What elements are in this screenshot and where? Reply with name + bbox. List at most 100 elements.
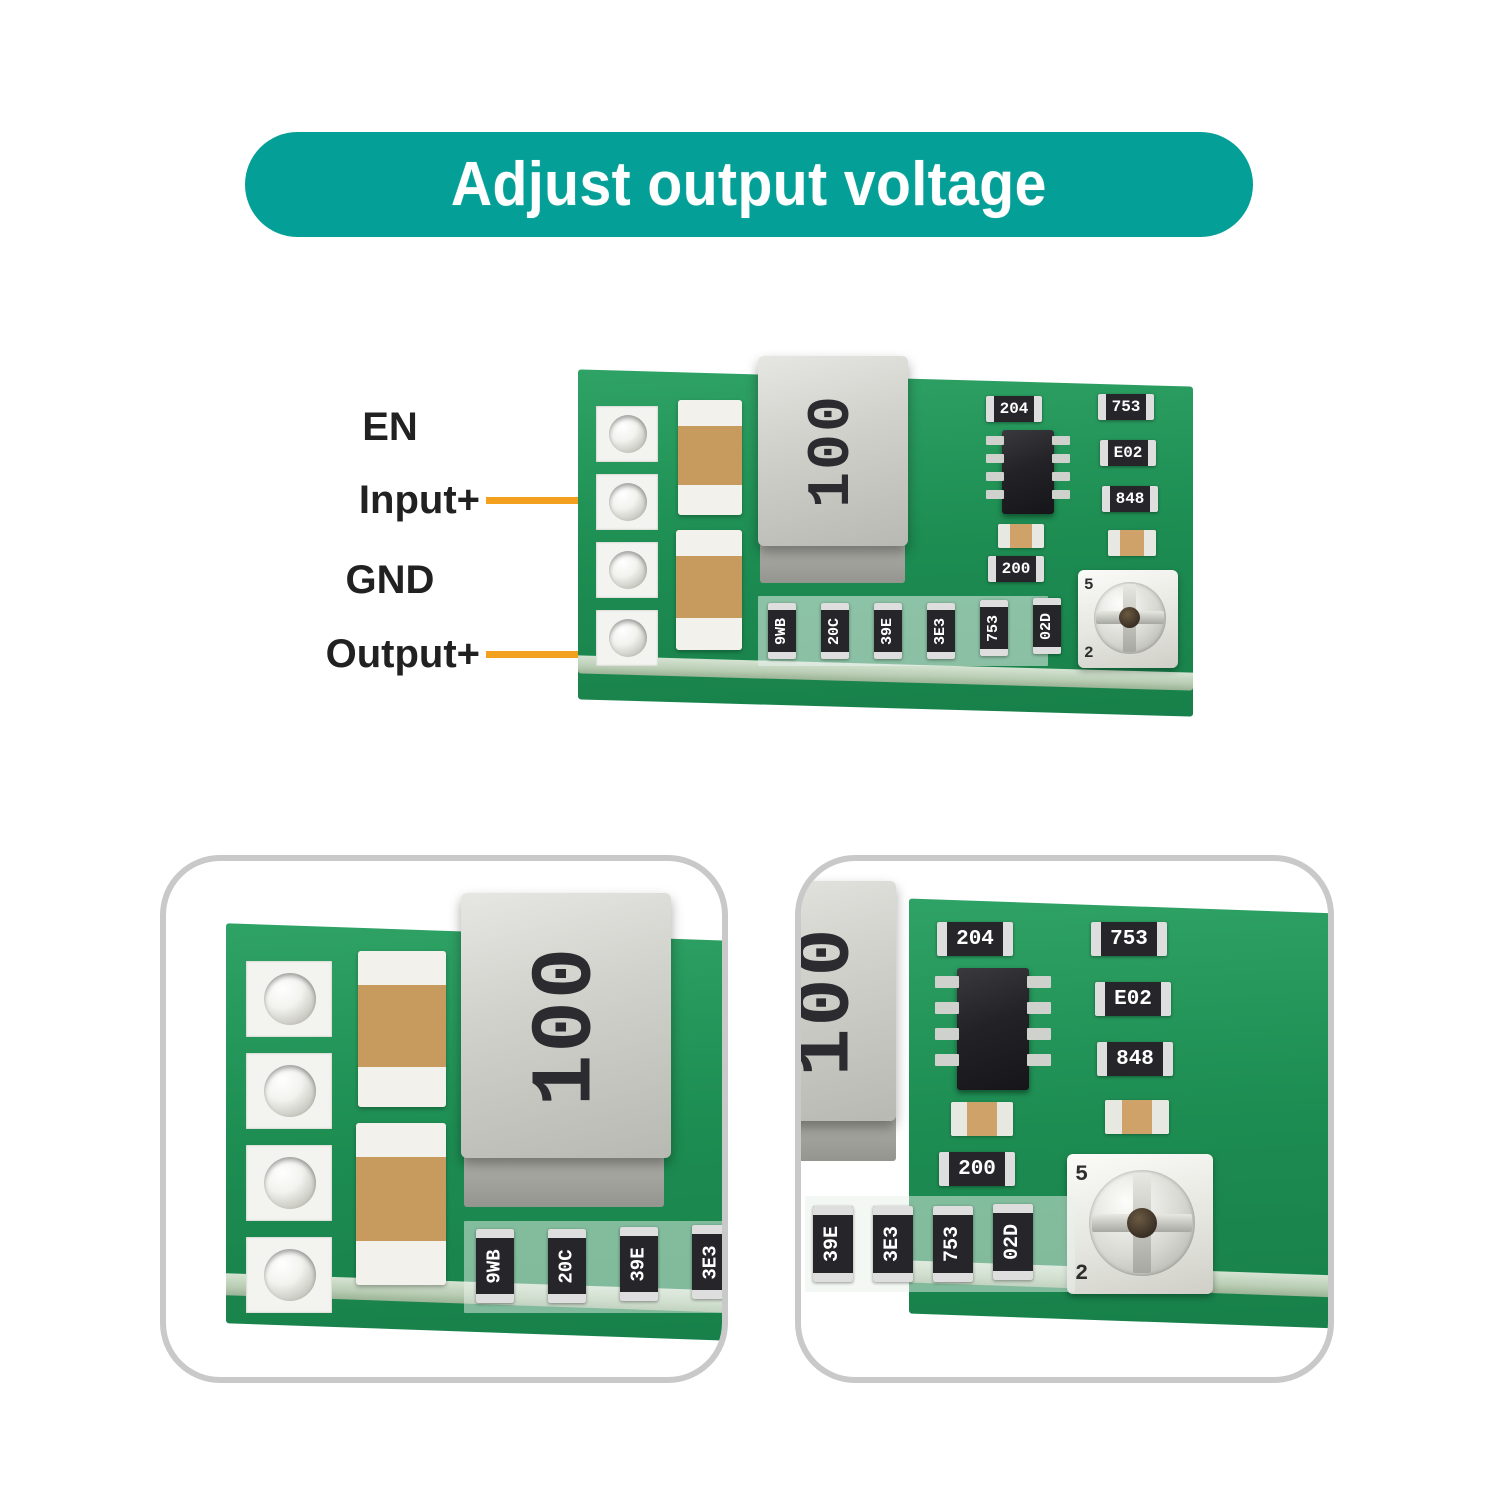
- resistor-9wb: 9WB: [476, 1229, 514, 1303]
- pad-output: [596, 610, 658, 666]
- cap-terminal: [998, 524, 1010, 548]
- pad-hole: [609, 619, 647, 657]
- resistor-terminal: [980, 600, 1008, 607]
- callout-label-gnd: GND: [345, 558, 435, 602]
- resistor-code: 204: [999, 400, 1029, 418]
- resistor-terminal: [1150, 486, 1158, 512]
- resistor-753-bottom: 753: [980, 600, 1008, 656]
- capacitor-input-mlcc: [678, 400, 742, 515]
- title-banner: Adjust output voltage: [245, 132, 1253, 237]
- trimpot-screw[interactable]: [1119, 607, 1140, 628]
- cap-terminal: [356, 1241, 446, 1285]
- pad-input: [596, 474, 658, 530]
- closeup-right-board: 204 200: [805, 898, 1328, 1329]
- ic-pin: [1052, 490, 1070, 499]
- resistor-3e3: 3E3: [873, 1206, 913, 1282]
- ic-pin: [1052, 454, 1070, 463]
- resistor-code: E02: [1114, 987, 1152, 1011]
- resistor-3e3: 3E3: [692, 1225, 722, 1299]
- ic-pin: [986, 454, 1004, 463]
- pad-hole: [264, 1157, 316, 1209]
- cap-terminal: [358, 951, 446, 985]
- panel-left-closeup: 100 9WB 20C 39E: [160, 855, 728, 1383]
- ic-pin: [986, 436, 1004, 445]
- resistor-848: 848: [1097, 1042, 1173, 1076]
- resistor-terminal: [1033, 647, 1061, 654]
- resistor-terminal: [813, 1206, 853, 1215]
- ic-pin: [1027, 1002, 1051, 1014]
- resistor-code: 200: [958, 1157, 996, 1181]
- resistor-terminal: [939, 1152, 949, 1186]
- resistor-code: 848: [1115, 490, 1145, 508]
- output-voltage-trimpot[interactable]: 5 2: [1078, 570, 1178, 668]
- resistor-terminal: [873, 1273, 913, 1282]
- resistor-terminal: [768, 603, 796, 610]
- capacitor-below-ic: [951, 1102, 1013, 1136]
- resistor-terminal: [873, 1206, 913, 1215]
- cap-terminal: [356, 1123, 446, 1157]
- pad-hole: [609, 483, 647, 521]
- resistor-39e: 39E: [874, 603, 902, 659]
- resistor-terminal: [1146, 394, 1154, 420]
- resistor-02d: 02D: [993, 1204, 1033, 1280]
- resistor-terminal: [1097, 1042, 1107, 1076]
- cap-terminal: [1152, 1100, 1169, 1134]
- pad-en: [246, 961, 332, 1037]
- resistor-code: 3E3: [880, 1225, 904, 1263]
- inductor-marking: 100: [795, 925, 873, 1077]
- resistor-204: 204: [986, 396, 1042, 422]
- capacitor-right-column: [1105, 1100, 1169, 1134]
- resistor-terminal: [821, 652, 849, 659]
- resistor-terminal: [874, 603, 902, 610]
- panel-right-content: 100 204: [801, 861, 1328, 1377]
- resistor-terminal: [548, 1294, 586, 1303]
- pad-gnd: [596, 542, 658, 598]
- panel-left-content: 100 9WB 20C 39E: [166, 861, 722, 1377]
- capacitor-input-mlcc: [358, 951, 446, 1107]
- cap-terminal: [1143, 530, 1156, 556]
- ic-pin: [986, 490, 1004, 499]
- resistor-code: 3E3: [699, 1244, 722, 1280]
- resistor-terminal: [927, 652, 955, 659]
- resistor-terminal: [1157, 922, 1167, 956]
- resistor-terminal: [1003, 922, 1013, 956]
- resistor-code: 753: [985, 614, 1003, 642]
- arrow-shaft: [486, 651, 582, 658]
- resistor-code: 02D: [1000, 1223, 1024, 1261]
- cap-terminal: [1108, 530, 1121, 556]
- resistor-terminal: [933, 1206, 973, 1215]
- resistor-terminal: [476, 1229, 514, 1238]
- resistor-terminal: [986, 396, 994, 422]
- trimpot-marking-2: 2: [1075, 1261, 1089, 1286]
- trimpot-screw[interactable]: [1127, 1208, 1157, 1238]
- pad-input: [246, 1053, 332, 1129]
- resistor-code: 20C: [826, 617, 844, 645]
- ic-pin: [935, 1054, 959, 1066]
- inductor-base: [464, 1155, 664, 1207]
- resistor-code: 39E: [879, 617, 897, 645]
- cap-terminal: [996, 1102, 1013, 1136]
- resistor-848: 848: [1102, 486, 1158, 512]
- resistor-code: 3E3: [932, 617, 950, 645]
- ic-pin: [1052, 472, 1070, 481]
- cap-terminal: [678, 485, 742, 515]
- resistor-code: 39E: [627, 1246, 650, 1282]
- ic-pin: [1027, 1054, 1051, 1066]
- resistor-terminal: [1091, 922, 1101, 956]
- pad-output: [246, 1237, 332, 1313]
- resistor-02d: 02D: [1033, 598, 1061, 654]
- output-voltage-trimpot[interactable]: 5 2: [1067, 1154, 1213, 1294]
- main-board-photo: 100 9WB 20C 39E 3E3 753: [578, 356, 1193, 717]
- resistor-753-right: 753: [1091, 922, 1167, 956]
- resistor-code: 204: [956, 927, 994, 951]
- pad-en: [596, 406, 658, 462]
- ic-pin: [935, 1028, 959, 1040]
- resistor-code: 39E: [820, 1225, 844, 1263]
- inductor-100: 100: [758, 356, 908, 546]
- resistor-200: 200: [988, 556, 1044, 582]
- resistor-terminal: [1100, 440, 1108, 466]
- resistor-code: 20C: [555, 1248, 578, 1284]
- inductor-100: 100: [461, 893, 671, 1158]
- regulator-ic: [1002, 430, 1054, 514]
- resistor-terminal: [692, 1225, 722, 1234]
